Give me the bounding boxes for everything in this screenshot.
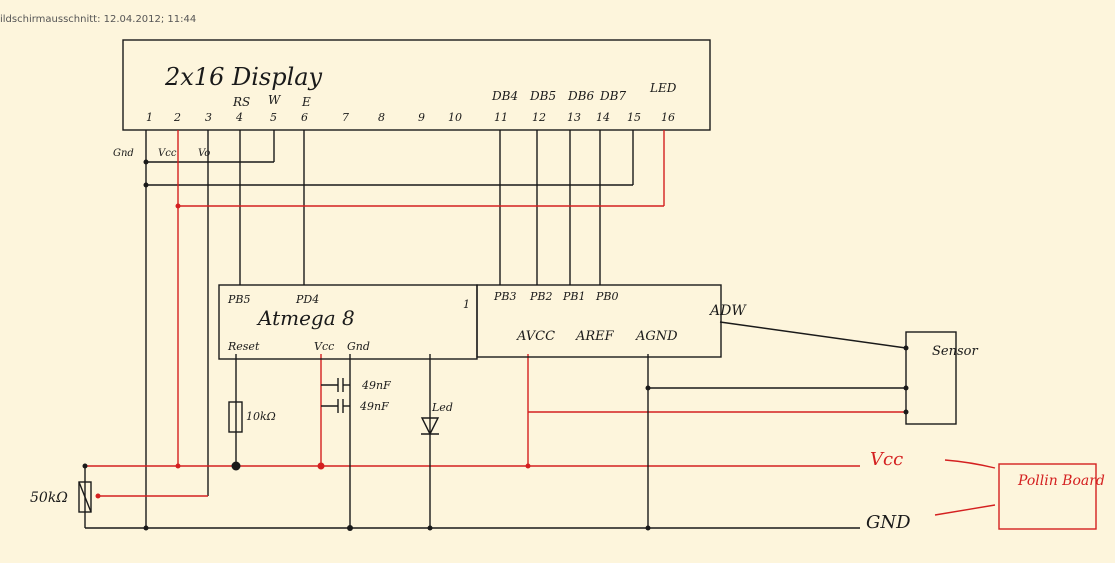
display-side-labels: Gnd Vcc Vo (113, 148, 210, 159)
pot-label: 50kΩ (30, 490, 68, 506)
display-pin-8: 8 (378, 111, 385, 124)
mcu-pin-pb2: PB2 (529, 290, 552, 303)
mcu-pin-gnd: Gnd (347, 340, 370, 353)
mcu-pin-reset: Reset (227, 340, 260, 353)
display-pin-4: 4 (235, 111, 243, 124)
mcu-pin-avcc: AVCC (516, 329, 555, 344)
display-pin-5: 5 (270, 111, 277, 124)
label-db4: DB4 (491, 89, 518, 103)
mcu-pin-pb1: PB1 (562, 290, 585, 303)
vcc-wires (85, 130, 906, 497)
display-pin-7: 7 (342, 111, 349, 124)
display-box (122, 39, 711, 131)
mcu-pin-pb3: PB3 (493, 290, 516, 303)
screenshot-caption: ildschirmausschnitt: 12.04.2012; 11:44 (0, 14, 197, 25)
gnd-wires (84, 321, 907, 529)
cap1-label: 49nF (361, 379, 391, 392)
capacitors (321, 378, 350, 413)
mcu-pin-aref: AREF (575, 329, 615, 344)
pollin-board-label: Pollin Board (1017, 473, 1105, 489)
label-rs: RS (232, 95, 250, 109)
display-title: 2x16 Display (164, 63, 323, 91)
display-pin-10: 10 (448, 111, 462, 124)
display-pin-11: 11 (494, 111, 508, 124)
mcu-pin-pd4: PD4 (295, 293, 319, 306)
label-led: LED (649, 81, 677, 95)
label-db6: DB6 (567, 89, 594, 103)
led-label: Led (431, 401, 453, 414)
display-pin-numbers: 1 2 3 4 5 6 7 8 9 10 11 12 13 14 15 16 (146, 111, 675, 124)
label-db7: DB7 (599, 89, 626, 103)
resistor-10k-label: 10kΩ (246, 410, 276, 423)
sensor-box (905, 331, 957, 425)
display-pin-16: 16 (661, 111, 675, 124)
mcu-title: Atmega 8 (256, 306, 355, 330)
mcu-pin-pb5: PB5 (227, 293, 250, 306)
mcu-pin-pb0: PB0 (595, 290, 618, 303)
display-pin-2: 2 (173, 111, 181, 124)
display-wires (145, 130, 634, 528)
resistor-10k (228, 401, 243, 433)
pollin-board-box (998, 463, 1097, 530)
cap2-label: 49nF (359, 400, 389, 413)
mcu-pin-adw: ADW (708, 303, 747, 319)
gnd-rail-label: GND (866, 512, 911, 533)
led-symbol (420, 417, 440, 436)
display-pin-12: 12 (532, 111, 546, 124)
label-gnd: Gnd (113, 148, 134, 159)
mcu-pin-1: 1 (463, 298, 470, 311)
sensor-label: Sensor (932, 344, 978, 359)
display-pin-13: 13 (567, 111, 581, 124)
vcc-rail-label: Vcc (870, 449, 903, 470)
potentiometer (78, 481, 92, 513)
vcc-junction-dots (95, 203, 531, 499)
mcu-pin-labels: PB5 PD4 1 PB3 PB2 PB1 PB0 Reset Vcc Gnd … (227, 290, 747, 353)
junction-dots (82, 159, 909, 531)
label-db5: DB5 (529, 89, 556, 103)
display-pin-15: 15 (627, 111, 641, 124)
display-pin-14: 14 (596, 111, 610, 124)
label-vcc: Vcc (158, 148, 177, 159)
mcu-pin-vcc: Vcc (314, 340, 334, 353)
label-vo: Vo (198, 148, 210, 159)
display-pin-3: 3 (205, 111, 212, 124)
display-pin-1: 1 (146, 111, 153, 124)
mcu-box-right (476, 284, 722, 358)
display-pin-9: 9 (418, 111, 425, 124)
display-pin-6: 6 (301, 111, 308, 124)
mcu-pin-agnd: AGND (635, 329, 678, 344)
label-w: W (268, 93, 282, 107)
display-signal-labels: RS W E DB4 DB5 DB6 DB7 LED (232, 81, 677, 109)
label-e: E (301, 95, 311, 109)
